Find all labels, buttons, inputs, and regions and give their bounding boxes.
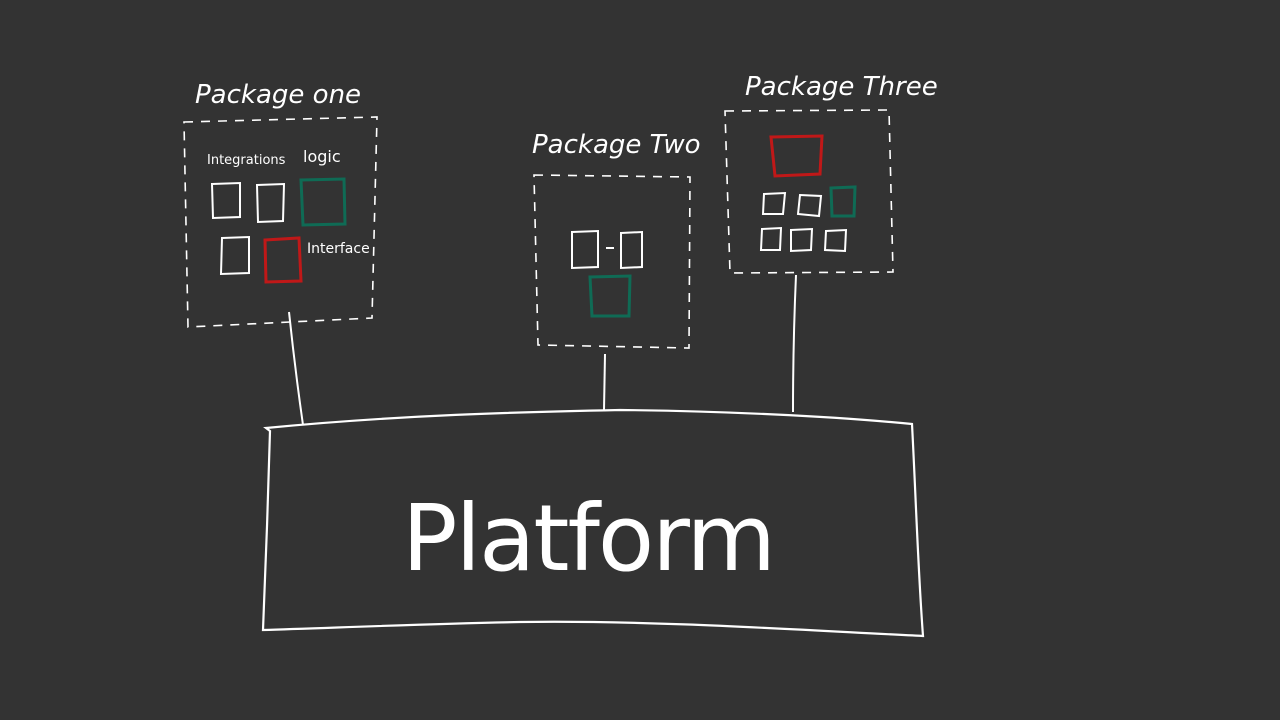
module (620, 230, 643, 270)
platform-label: Platform (402, 485, 774, 592)
integration-module (219, 235, 250, 276)
platform: Platform (261, 408, 925, 638)
package-two-boundary (533, 174, 691, 349)
connector-package-one-platform (288, 311, 304, 426)
package-two: Package Two (532, 130, 701, 349)
package-three-title: Package Three (745, 72, 938, 102)
package-one-boundary (183, 116, 378, 328)
module (759, 226, 783, 251)
interface-label: Interface (307, 241, 370, 257)
module (761, 191, 787, 215)
package-three-boundary (724, 109, 894, 274)
connector-package-two-platform (603, 353, 606, 411)
package-two-title: Package Two (532, 130, 701, 160)
module (571, 229, 599, 270)
module (790, 227, 814, 253)
integration-module (210, 181, 241, 220)
integrations-label: Integrations (207, 153, 286, 168)
package-one-title: Package one (195, 80, 361, 110)
interface-module (769, 134, 824, 178)
connector-package-three-platform (792, 274, 797, 413)
interface-module (263, 236, 303, 284)
package-three: Package Three (724, 72, 938, 274)
platform-box (261, 408, 925, 638)
integration-module (255, 182, 286, 224)
package-one: Package one Integrations logic Interface (183, 80, 378, 328)
logic-module (588, 274, 632, 318)
logic-module (829, 185, 857, 218)
module (823, 228, 848, 253)
logic-module (299, 177, 347, 227)
module (796, 193, 823, 218)
logic-label: logic (303, 147, 341, 166)
